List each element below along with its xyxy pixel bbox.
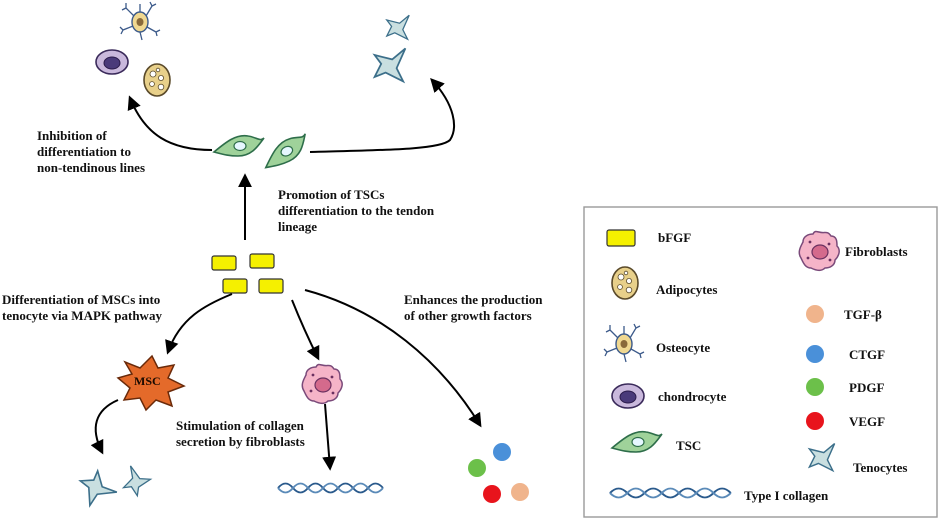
legend-label-tgf-beta: TGF-β <box>844 307 882 322</box>
arrow-msc-to-tenocytes <box>90 399 119 455</box>
arrow-to-fibroblast <box>291 299 320 361</box>
msc-icon <box>116 354 186 412</box>
legend-fibroblast-icon <box>798 230 840 272</box>
legend-label-tsc: TSC <box>676 438 702 453</box>
bfgf-block <box>211 255 237 271</box>
bfgf-cluster <box>211 253 284 294</box>
arrow-to-growth-factors <box>304 289 482 428</box>
tenocyte-icon <box>373 47 407 83</box>
label-msc: MSC <box>134 374 161 388</box>
legend-label-pdgf: PDGF <box>849 380 885 395</box>
legend-pdgf-dot <box>806 378 824 396</box>
legend-label-bfgf: bFGF <box>658 230 692 245</box>
legend-label-tenocytes: Tenocytes <box>853 460 908 475</box>
vegf-dot <box>483 485 501 503</box>
legend-label-osteocyte: Osteocyte <box>656 340 711 355</box>
tsc-icon <box>258 130 314 173</box>
legend-tgf-beta-dot <box>806 305 824 323</box>
tgf-beta-dot <box>511 483 529 501</box>
osteocyte-icon <box>119 1 161 41</box>
legend-adipocyte-icon <box>611 266 639 300</box>
tenocyte-icon <box>118 465 152 498</box>
chondrocyte-icon <box>95 49 129 75</box>
fibroblast-icon <box>301 363 343 405</box>
bfgf-block <box>249 253 275 269</box>
label-growth-factors: Enhances the production of other growth … <box>404 292 543 323</box>
label-promotion: Promotion of TSCs differentiation to the… <box>278 187 435 234</box>
legend-label-chondrocyte: chondrocyte <box>658 389 727 404</box>
tenocyte-icon <box>386 14 410 40</box>
legend-label-collagen: Type I collagen <box>744 488 829 503</box>
label-inhibition: Inhibition of differentiation to non-ten… <box>37 128 146 175</box>
arrows <box>90 77 482 471</box>
legend-chondrocyte-icon <box>611 383 645 409</box>
pdgf-dot <box>468 459 486 477</box>
tsc-icon <box>213 134 265 157</box>
legend-ctgf-dot <box>806 345 824 363</box>
arrow-to-msc <box>165 293 233 355</box>
legend-bfgf-icon <box>606 229 636 247</box>
legend-label-adipocytes: Adipocytes <box>656 282 718 297</box>
legend-vegf-dot <box>806 412 824 430</box>
bfgf-block <box>222 278 248 294</box>
legend-label-fibroblasts: Fibroblasts <box>845 244 908 259</box>
arrow-to-collagen <box>322 403 337 471</box>
arrow-inhibition <box>127 95 213 151</box>
bfgf-block <box>258 278 284 294</box>
label-mapk: Differentiation of MSCs into tenocyte vi… <box>2 292 162 323</box>
legend-box <box>583 206 938 518</box>
collagen-icon <box>277 482 384 494</box>
tenocyte-icon <box>76 467 118 508</box>
legend-label-ctgf: CTGF <box>849 347 886 362</box>
legend-label-vegf: VEGF <box>849 414 886 429</box>
arrow-to-tenocytes <box>309 77 455 153</box>
label-collagen: Stimulation of collagen secretion by fib… <box>176 418 305 449</box>
adipocyte-icon <box>143 63 171 97</box>
ctgf-dot <box>493 443 511 461</box>
